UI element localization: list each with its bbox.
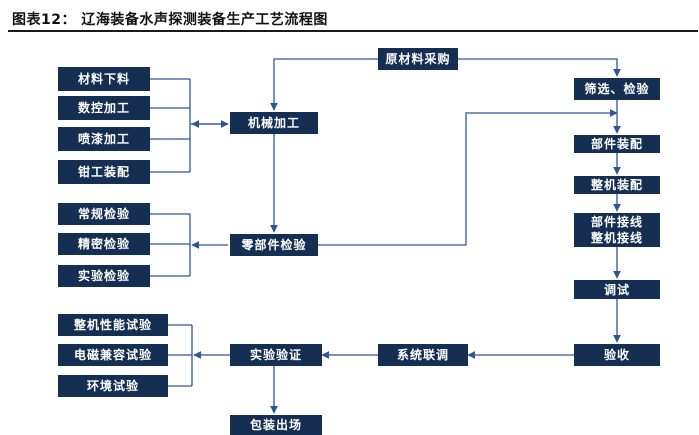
node-material-cutting: 材料下料 bbox=[58, 67, 150, 91]
figure-header: 图表12： 辽海装备水声探测装备生产工艺流程图 bbox=[8, 4, 698, 32]
node-machine-assembly: 整机装配 bbox=[574, 176, 660, 194]
node-parts-inspection: 零部件检验 bbox=[230, 234, 318, 256]
connector-group1-bracket bbox=[150, 78, 191, 173]
node-precision-test: 精密检验 bbox=[58, 233, 150, 255]
node-acceptance: 验收 bbox=[574, 344, 660, 366]
node-emc-test: 电磁兼容试验 bbox=[58, 344, 168, 366]
node-environment-test: 环境试验 bbox=[58, 375, 168, 397]
node-routine-test: 常规检验 bbox=[58, 203, 150, 225]
node-raw-material-purchase: 原材料采购 bbox=[378, 48, 458, 70]
node-system-joint-debug: 系统联调 bbox=[378, 344, 468, 366]
figure-title: 图表12： 辽海装备水声探测装备生产工艺流程图 bbox=[12, 12, 328, 28]
node-wiring: 部件接线 整机接线 bbox=[574, 213, 660, 247]
node-fitter-assembly: 钳工装配 bbox=[58, 160, 150, 184]
node-experiment-verification: 实验验证 bbox=[230, 344, 322, 366]
wiring-line-2: 整机接线 bbox=[590, 231, 643, 245]
arrow-purchase-to-screening bbox=[458, 58, 621, 77]
node-debugging: 调试 bbox=[574, 280, 660, 299]
node-experiment-test: 实验检验 bbox=[58, 265, 150, 287]
node-cnc-machining: 数控加工 bbox=[58, 96, 150, 120]
node-packing-shipping: 包装出场 bbox=[230, 415, 322, 435]
node-screening-inspection: 筛选、检验 bbox=[574, 78, 660, 100]
node-parts-assembly: 部件装配 bbox=[574, 135, 660, 153]
node-painting: 喷漆加工 bbox=[58, 127, 150, 151]
arrow-purchase-to-machining bbox=[270, 58, 378, 111]
node-performance-test: 整机性能试验 bbox=[58, 314, 168, 336]
connector-group2-bracket bbox=[150, 213, 191, 277]
node-machining: 机械加工 bbox=[230, 112, 318, 134]
connector-group3-bracket bbox=[168, 324, 193, 387]
arrow-parts-inspection-to-right bbox=[318, 109, 618, 246]
wiring-line-1: 部件接线 bbox=[590, 215, 643, 229]
